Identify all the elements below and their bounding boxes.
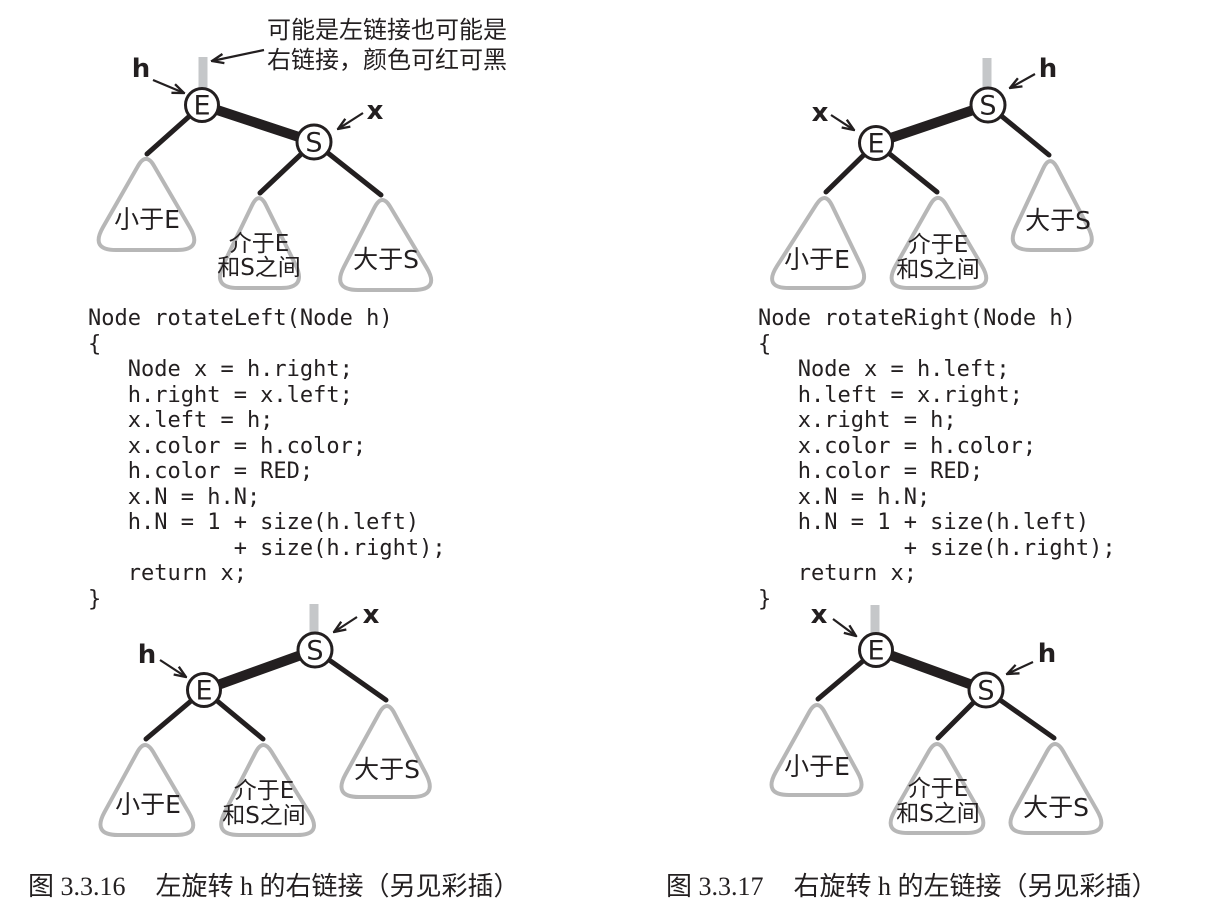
pointer-h-arrow bbox=[159, 659, 186, 677]
subtree-label-between-line1: 介于E bbox=[908, 776, 969, 802]
node-e-label: E bbox=[867, 129, 884, 160]
subtree-label-between-line1: 介于E bbox=[908, 232, 969, 258]
subtree-label-between-line1: 介于E bbox=[229, 231, 290, 257]
annotation-arrow bbox=[212, 48, 265, 61]
parent-link-stub bbox=[870, 605, 880, 636]
figure-caption-right: 图 3.3.17 右旋转 h 的左链接（另见彩插） bbox=[666, 866, 1158, 903]
subtree-greater-s bbox=[339, 704, 432, 799]
node-s-label: S bbox=[305, 128, 322, 159]
subtree-less-e bbox=[769, 703, 864, 797]
subtree-label-between-line1: 介于E bbox=[234, 778, 295, 804]
subtree-label-between-line2: 和S之间 bbox=[896, 801, 980, 827]
figure-number-right: 图 3.3.17 bbox=[666, 872, 764, 901]
subtree-label-greater-s: 大于S bbox=[353, 245, 419, 274]
subtree-between-e-s bbox=[889, 195, 989, 290]
pointer-x-label: x bbox=[812, 98, 829, 128]
pointer-x-arrow bbox=[338, 112, 364, 129]
subtree-greater-s bbox=[338, 198, 434, 292]
subtree-label-less-e: 小于E bbox=[114, 205, 180, 234]
subtree-label-between-line2: 和S之间 bbox=[896, 257, 980, 283]
rotate-right-code: Node rotateRight(Node h) { Node x = h.le… bbox=[758, 306, 1116, 612]
tree-right-before: E S h x 小于E 介于E 和S之间 大于S bbox=[770, 54, 1094, 290]
red-link bbox=[197, 100, 319, 147]
pointer-x-label: x bbox=[811, 600, 828, 630]
red-link bbox=[871, 100, 993, 148]
subtree-label-less-e: 小于E bbox=[784, 752, 850, 781]
node-e-label: E bbox=[195, 676, 212, 707]
pointer-h-label: h bbox=[1038, 639, 1057, 669]
node-e-circle bbox=[184, 87, 220, 123]
subtree-greater-s bbox=[1010, 159, 1094, 252]
subtree-label-less-e: 小于E bbox=[115, 790, 181, 819]
rotate-left-code: Node rotateLeft(Node h) { Node x = h.rig… bbox=[88, 306, 446, 612]
pointer-h-arrow bbox=[152, 78, 184, 93]
node-s-label: S bbox=[979, 91, 996, 122]
tree-left-after: E S h x 小于E 介于E 和S之间 大于S bbox=[98, 600, 432, 837]
pointer-x-arrow bbox=[334, 616, 358, 632]
subtree-less-e bbox=[98, 742, 196, 837]
red-link bbox=[871, 645, 991, 695]
pointer-h-label: h bbox=[138, 640, 157, 670]
annotation-line2: 右链接，颜色可红可黑 bbox=[267, 46, 507, 74]
node-e-label: E bbox=[193, 91, 210, 122]
node-e-circle bbox=[858, 632, 894, 668]
pointer-x-arrow bbox=[830, 114, 854, 130]
subtree-label-less-e: 小于E bbox=[784, 245, 850, 274]
pointer-h-arrow bbox=[1010, 73, 1036, 88]
parent-link-stub bbox=[982, 58, 992, 91]
node-s-circle bbox=[296, 631, 334, 669]
subtree-greater-s bbox=[1008, 742, 1104, 835]
tree-left-before: E S h x 可能是左链接也可能是 右链接，颜色可红可黑 小于E 介于E 和S… bbox=[96, 16, 507, 292]
subtree-label-between-line2: 和S之间 bbox=[222, 803, 306, 829]
pointer-h-label: h bbox=[132, 54, 151, 84]
pointer-h-arrow bbox=[1007, 661, 1034, 674]
pointer-x-label: x bbox=[367, 96, 384, 126]
pointer-h-label: h bbox=[1039, 54, 1058, 84]
figure-title-left: 左旋转 h 的右链接（另见彩插） bbox=[155, 872, 520, 901]
parent-link-stub bbox=[309, 604, 319, 635]
subtree-between-e-s bbox=[888, 741, 986, 835]
subtree-between-e-s bbox=[219, 742, 316, 837]
node-s-circle bbox=[969, 86, 1007, 124]
node-s-label: S bbox=[977, 676, 994, 707]
node-s-label: S bbox=[306, 636, 323, 667]
annotation-line1: 可能是左链接也可能是 bbox=[267, 16, 507, 44]
subtree-label-greater-s: 大于S bbox=[354, 755, 420, 784]
tree-right-after: E S x h 小于E 介于E 和S之间 大于S bbox=[769, 600, 1104, 835]
figure-caption-left: 图 3.3.16 左旋转 h 的右链接（另见彩插） bbox=[28, 866, 520, 903]
pointer-x-label: x bbox=[363, 600, 380, 630]
subtree-label-between-line2: 和S之间 bbox=[217, 255, 301, 281]
parent-link-stub bbox=[198, 57, 208, 90]
pointer-x-arrow bbox=[832, 618, 856, 636]
subtree-between-e-s bbox=[218, 196, 301, 290]
figure-number-left: 图 3.3.16 bbox=[28, 872, 126, 901]
red-link bbox=[199, 645, 320, 695]
node-e-circle bbox=[858, 125, 894, 161]
subtree-less-e bbox=[770, 195, 866, 290]
subtree-label-greater-s: 大于S bbox=[1023, 793, 1089, 822]
node-s-circle bbox=[967, 671, 1005, 709]
figure-title-right: 右旋转 h 的左链接（另见彩插） bbox=[793, 872, 1158, 901]
node-e-label: E bbox=[867, 636, 884, 667]
node-e-circle bbox=[186, 672, 222, 708]
subtree-less-e bbox=[96, 156, 197, 252]
subtree-label-greater-s: 大于S bbox=[1025, 206, 1091, 235]
node-s-circle bbox=[295, 123, 333, 161]
